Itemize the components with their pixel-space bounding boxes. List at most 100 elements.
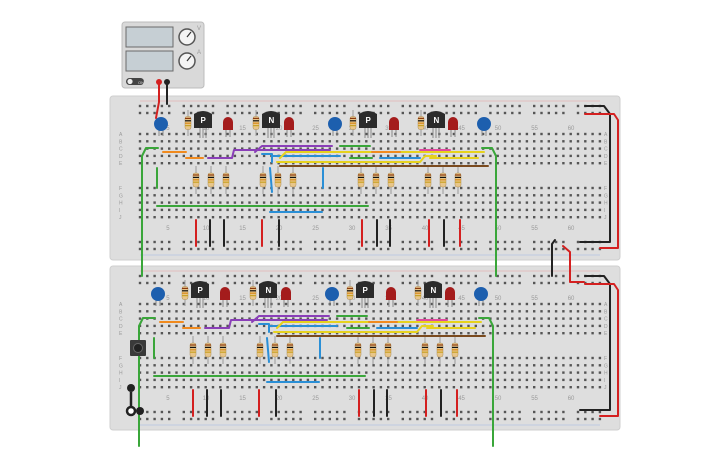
led[interactable] bbox=[281, 287, 291, 307]
transistor-npn[interactable]: N bbox=[259, 281, 277, 308]
wire[interactable] bbox=[204, 319, 328, 329]
capacitor[interactable] bbox=[151, 287, 165, 306]
resistor[interactable] bbox=[369, 336, 377, 364]
rail-jumper[interactable] bbox=[562, 245, 585, 283]
resistor[interactable] bbox=[256, 336, 264, 364]
rail-jumper[interactable] bbox=[584, 113, 619, 249]
column-label: 5 bbox=[166, 226, 170, 232]
row-label: F bbox=[604, 356, 607, 362]
resistor[interactable] bbox=[189, 336, 197, 364]
slide-switch[interactable] bbox=[125, 384, 144, 417]
wire[interactable] bbox=[141, 147, 159, 277]
row-label: B bbox=[119, 139, 123, 145]
capacitor[interactable] bbox=[474, 287, 488, 306]
transistor-pnp[interactable]: P bbox=[194, 111, 212, 138]
resistor[interactable] bbox=[259, 166, 267, 194]
column-label: 25 bbox=[312, 396, 319, 402]
wire[interactable] bbox=[261, 153, 273, 163]
wire[interactable] bbox=[207, 149, 331, 159]
capacitor[interactable] bbox=[325, 287, 339, 306]
transistor-pnp[interactable]: P bbox=[359, 111, 377, 138]
resistor[interactable] bbox=[249, 280, 257, 306]
resistor[interactable] bbox=[271, 336, 279, 364]
wire[interactable] bbox=[279, 151, 485, 159]
resistor[interactable] bbox=[349, 110, 357, 136]
resistor[interactable] bbox=[181, 280, 189, 306]
led-body bbox=[220, 287, 230, 300]
capacitor[interactable] bbox=[154, 117, 168, 136]
resistor[interactable] bbox=[204, 336, 212, 364]
row-label: I bbox=[119, 208, 120, 214]
resistor[interactable] bbox=[414, 280, 422, 306]
pushbutton[interactable] bbox=[130, 340, 146, 356]
wire[interactable] bbox=[273, 325, 434, 333]
column-label: 5 bbox=[166, 296, 170, 302]
transistor-npn[interactable]: N bbox=[262, 111, 280, 138]
column-label: 60 bbox=[568, 226, 575, 232]
resistor[interactable] bbox=[372, 166, 380, 194]
wire[interactable] bbox=[276, 155, 437, 163]
pushbutton-cap[interactable] bbox=[133, 343, 143, 353]
column-label: 10 bbox=[203, 296, 210, 302]
transistor-body bbox=[427, 111, 445, 128]
resistor[interactable] bbox=[222, 166, 230, 194]
led[interactable] bbox=[389, 117, 399, 137]
wire[interactable] bbox=[481, 147, 497, 277]
transistor-npn[interactable]: N bbox=[424, 281, 442, 308]
column-label: 30 bbox=[349, 396, 356, 402]
column-label: 50 bbox=[495, 296, 502, 302]
resistor[interactable] bbox=[436, 336, 444, 364]
transistor-pnp[interactable]: P bbox=[356, 281, 374, 308]
supply-positive-wire[interactable] bbox=[155, 81, 160, 119]
led[interactable] bbox=[445, 287, 455, 307]
resistor[interactable] bbox=[357, 166, 365, 194]
row-label: H bbox=[119, 201, 123, 207]
resistor[interactable] bbox=[384, 336, 392, 364]
wire[interactable] bbox=[276, 321, 482, 329]
column-label: 50 bbox=[495, 226, 502, 232]
wire[interactable] bbox=[269, 167, 273, 193]
row-label: J bbox=[604, 215, 607, 221]
resistor[interactable] bbox=[207, 166, 215, 194]
rail-jumper[interactable] bbox=[584, 283, 619, 417]
resistor[interactable] bbox=[387, 166, 395, 194]
resistor[interactable] bbox=[417, 110, 425, 136]
led[interactable] bbox=[223, 117, 233, 137]
wire[interactable] bbox=[251, 315, 330, 323]
transistor-type-label: N bbox=[269, 116, 275, 125]
capacitor[interactable] bbox=[477, 117, 491, 136]
resistor[interactable] bbox=[219, 336, 227, 364]
resistor[interactable] bbox=[192, 166, 200, 194]
resistor[interactable] bbox=[421, 336, 429, 364]
led[interactable] bbox=[448, 117, 458, 137]
wire[interactable] bbox=[258, 323, 270, 333]
led[interactable] bbox=[220, 287, 230, 307]
resistor[interactable] bbox=[439, 166, 447, 194]
row-label: J bbox=[119, 385, 122, 391]
capacitor[interactable] bbox=[328, 117, 342, 136]
resistor[interactable] bbox=[286, 336, 294, 364]
resistor[interactable] bbox=[424, 166, 432, 194]
led[interactable] bbox=[386, 287, 396, 307]
led[interactable] bbox=[284, 117, 294, 137]
resistor[interactable] bbox=[454, 166, 462, 194]
resistor[interactable] bbox=[289, 166, 297, 194]
resistor[interactable] bbox=[274, 166, 282, 194]
rail-jumper[interactable] bbox=[551, 239, 556, 277]
wire[interactable] bbox=[266, 337, 270, 363]
wire[interactable] bbox=[138, 317, 156, 447]
wire[interactable] bbox=[254, 145, 333, 153]
wire[interactable] bbox=[478, 317, 494, 447]
resistor[interactable] bbox=[252, 110, 260, 136]
resistor[interactable] bbox=[346, 280, 354, 306]
resistor[interactable] bbox=[451, 336, 459, 364]
transistor-npn[interactable]: N bbox=[427, 111, 445, 138]
resistor[interactable] bbox=[354, 336, 362, 364]
transistor-type-label: P bbox=[201, 116, 207, 125]
resistor[interactable] bbox=[184, 110, 192, 136]
column-label: 60 bbox=[568, 296, 575, 302]
column-label: 30 bbox=[349, 226, 356, 232]
transistor-pnp[interactable]: P bbox=[191, 281, 209, 308]
